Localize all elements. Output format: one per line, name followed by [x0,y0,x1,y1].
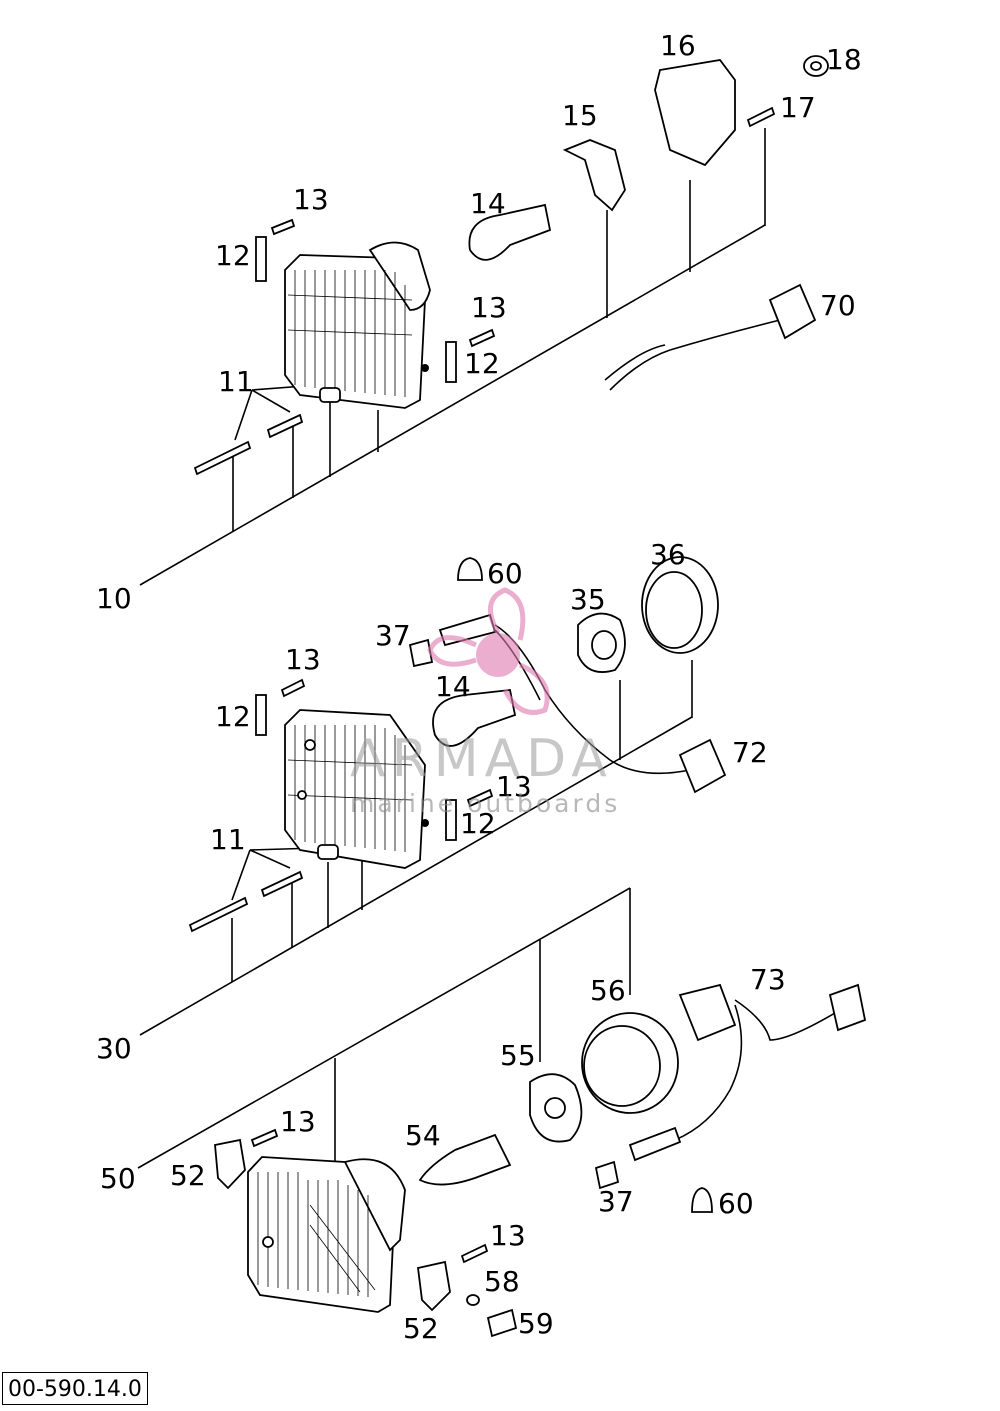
label-56: 56 [590,974,626,1007]
label-72: 72 [732,736,768,769]
label-12-top-mid: 12 [464,347,500,380]
group-50-leaders [137,887,631,1169]
label-54: 54 [405,1119,441,1152]
washer-58 [466,1294,480,1306]
screws-group-30 [188,678,494,933]
label-16: 16 [660,29,696,62]
cover-16 [654,59,736,167]
harness-70 [604,283,817,391]
document-id: 00-590.14.0 [2,1372,148,1405]
label-18: 18 [826,43,862,76]
label-13-bottom-right: 13 [490,1219,526,1252]
label-15: 15 [562,99,598,132]
reflector-35 [577,612,626,673]
bulb-54 [418,1133,512,1186]
label-12-mid-left: 12 [215,700,251,733]
label-13-mid-right: 13 [496,770,532,803]
watermark-brand: ARMADA [350,729,613,789]
retainer-55 [529,1073,583,1143]
label-10: 10 [96,582,132,615]
bracket-52a [214,1138,246,1190]
bolt-59 [486,1308,518,1338]
label-52-right: 52 [403,1312,439,1345]
watermark-propeller-logo [427,587,550,715]
label-58: 58 [484,1265,520,1298]
watermark: ARMADA marine outboards [350,733,670,818]
watermark-tagline: marine outboards [350,789,621,818]
bulb-14a [468,203,552,261]
label-13-top-left: 13 [293,183,329,216]
screws-group-10 [193,218,496,476]
label-13-mid-left: 13 [285,643,321,676]
label-73: 73 [750,963,786,996]
headlight-housing-50 [247,1156,406,1313]
label-37-mid: 37 [375,619,411,652]
group-30-leaders [139,660,693,1036]
label-59: 59 [518,1307,554,1340]
label-12-mid-right: 12 [460,807,496,840]
label-60-bottom: 60 [718,1187,754,1220]
bulb-37b [594,1160,620,1190]
label-36: 36 [650,538,686,571]
group-10-leaders [139,128,766,586]
label-11-top: 11 [218,365,254,398]
bracket-52b [417,1260,451,1312]
screw-13e [250,1128,279,1148]
grommet-18 [803,55,829,77]
label-17: 17 [780,91,816,124]
label-14-top: 14 [470,187,506,220]
label-14-mid: 14 [435,670,471,703]
cap-60b [691,1187,713,1213]
bulb-37a [408,638,434,668]
label-70: 70 [820,289,856,322]
bracket-15 [562,139,626,212]
headlight-housing-30 [284,709,429,869]
label-35: 35 [570,583,606,616]
cap-60a [457,557,483,581]
label-50: 50 [100,1162,136,1195]
headlight-housing-10 [284,241,431,409]
connector-72 [678,738,727,794]
lens-ring-56 [581,1012,679,1114]
label-11-mid: 11 [210,823,246,856]
label-30: 30 [96,1032,132,1065]
label-60-mid: 60 [487,557,523,590]
label-52-left: 52 [170,1159,206,1192]
bulb-14b [432,689,517,747]
socket-harness-73 [628,983,867,1162]
screw-17 [746,106,776,128]
label-13-top-mid: 13 [471,291,507,324]
screw-13f [460,1243,489,1264]
label-55: 55 [500,1039,536,1072]
label-37-bottom: 37 [598,1185,634,1218]
ring-36 [641,556,719,654]
label-12-top-left: 12 [215,239,251,272]
label-13-bottom-left: 13 [280,1105,316,1138]
